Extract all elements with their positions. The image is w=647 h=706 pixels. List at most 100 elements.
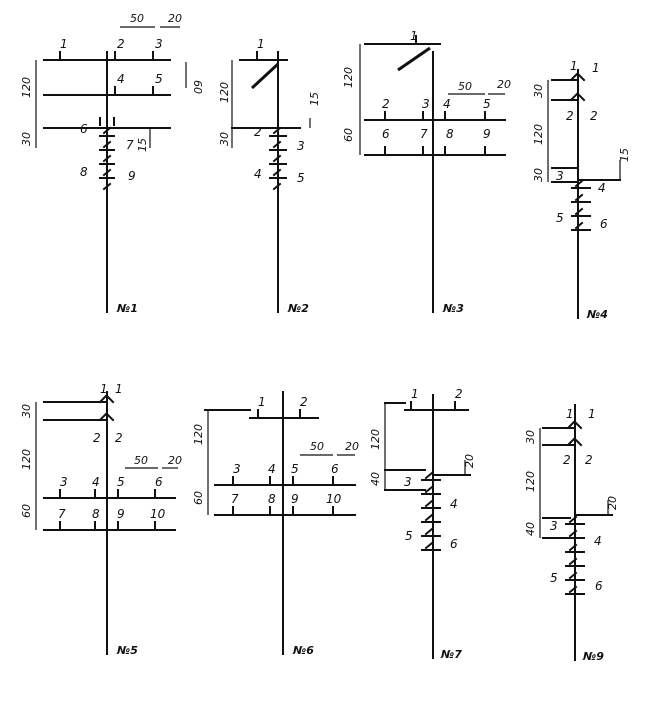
scheme-6-caption: №6 bbox=[292, 644, 314, 657]
scheme-1-label: 5 bbox=[155, 72, 163, 86]
scheme-5-label: 2 bbox=[93, 431, 101, 445]
scheme-2-caption: №2 bbox=[287, 302, 309, 315]
scheme-3-label: 1 bbox=[410, 29, 418, 43]
scheme-4-dimension: 30 bbox=[532, 84, 545, 98]
scheme-5-label: 5 bbox=[117, 475, 125, 489]
scheme-3-label: 6 bbox=[382, 127, 390, 141]
scheme-9-dimension: 30 bbox=[524, 430, 537, 444]
scheme-7-dimension: 40 bbox=[369, 472, 382, 486]
scheme-4-label: 6 bbox=[600, 217, 608, 231]
scheme-4-label: 3 bbox=[556, 169, 564, 183]
scheme-9-dimension: 40 bbox=[524, 522, 537, 536]
scheme-5-dimension: 50 bbox=[134, 454, 148, 467]
scheme-4: 1 1 2 2 3 4 5 6 30 120 30 15 №4 bbox=[532, 59, 631, 321]
scheme-4-dimension: 30 bbox=[532, 168, 545, 182]
scheme-3-label: 7 bbox=[420, 127, 428, 141]
scheme-4-dimension: 120 bbox=[532, 124, 545, 145]
scheme-6-dimension: 60 bbox=[192, 491, 205, 505]
scheme-3-label: 3 bbox=[422, 97, 430, 111]
scheme-7-label: 4 bbox=[450, 497, 458, 511]
scheme-6-label: 2 bbox=[300, 395, 308, 409]
scheme-5-label: 1 bbox=[100, 382, 108, 396]
scheme-6-label: 4 bbox=[268, 462, 276, 476]
scheme-9-label: 3 bbox=[550, 519, 558, 533]
scheme-9-dimension: 20 bbox=[606, 496, 619, 510]
scheme-6-label: 5 bbox=[291, 462, 299, 476]
scheme-6-dimension: 120 bbox=[192, 424, 205, 445]
scheme-2-label: 2 bbox=[254, 125, 262, 139]
scheme-6-label: 8 bbox=[268, 492, 276, 506]
scheme-9-dimension: 120 bbox=[524, 471, 537, 492]
scheme-9-caption: №9 bbox=[582, 650, 604, 663]
scheme-9-label: 1 bbox=[588, 407, 596, 421]
scheme-1-label: 3 bbox=[155, 37, 163, 51]
scheme-5-label: 4 bbox=[92, 475, 100, 489]
scheme-3-label: 9 bbox=[483, 127, 491, 141]
scheme-3-dimension: 50 bbox=[458, 80, 472, 93]
scheme-4-label: 2 bbox=[590, 109, 598, 123]
scheme-6-dimension: 50 bbox=[310, 440, 324, 453]
scheme-1-label: 6 bbox=[80, 122, 88, 136]
scheme-7-label: 5 bbox=[405, 529, 413, 543]
scheme-4-label: 1 bbox=[592, 61, 600, 75]
scheme-5: 1 1 2 2 3 4 5 6 7 8 9 10 30 120 50 20 60… bbox=[20, 382, 182, 657]
scheme-4-label: 5 bbox=[556, 211, 564, 225]
scheme-5-dimension: 20 bbox=[168, 454, 182, 467]
scheme-2-dimension: 120 bbox=[218, 82, 231, 103]
scheme-5-label: 10 bbox=[150, 507, 166, 521]
scheme-5-label: 6 bbox=[155, 475, 163, 489]
scheme-2-dimension: 15 bbox=[308, 92, 321, 106]
scheme-6-label: 3 bbox=[233, 462, 241, 476]
scheme-9-label: 6 bbox=[595, 579, 603, 593]
scheme-2: 1 2 3 4 5 120 30 15 №2 bbox=[218, 37, 321, 315]
scheme-6-label: 6 bbox=[331, 462, 339, 476]
scheme-5-label: 8 bbox=[92, 507, 100, 521]
scheme-1-label: 8 bbox=[80, 165, 88, 179]
scheme-7-caption: №7 bbox=[440, 648, 462, 661]
scheme-4-label: 2 bbox=[566, 109, 574, 123]
scheme-6-label: 1 bbox=[258, 395, 266, 409]
scheme-5-dimension: 60 bbox=[20, 504, 33, 518]
scheme-7-dimension: 20 bbox=[463, 454, 476, 468]
scheme-1-dimension: 20 bbox=[168, 12, 182, 25]
scheme-3-dimension: 60 bbox=[342, 128, 355, 142]
scheme-5-label: 2 bbox=[115, 431, 123, 445]
scheme-2-label: 3 bbox=[297, 139, 305, 153]
scheme-1-fittings bbox=[99, 117, 115, 179]
scheme-1-dimension: 120 bbox=[20, 77, 33, 98]
scheme-2-label: 1 bbox=[257, 37, 265, 51]
scheme-5-label: 3 bbox=[60, 475, 68, 489]
scheme-6-label: 10 bbox=[326, 492, 342, 506]
scheme-1: 1 2 3 4 5 6 7 8 9 50 20 120 60 30 15 №1 bbox=[20, 12, 204, 315]
scheme-6: 1 2 3 4 5 6 7 8 9 10 120 50 20 60 №6 bbox=[192, 391, 359, 657]
scheme-1-label: 7 bbox=[126, 138, 134, 152]
scheme-3-dimension: 120 bbox=[342, 67, 355, 88]
scheme-2-label: 5 bbox=[297, 171, 305, 185]
scheme-3-label: 5 bbox=[483, 97, 491, 111]
scheme-3: 1 2 3 4 5 6 7 8 9 120 50 20 60 №3 bbox=[342, 29, 511, 315]
scheme-6-label: 9 bbox=[291, 492, 299, 506]
scheme-1-caption: №1 bbox=[116, 302, 138, 315]
scheme-3-caption: №3 bbox=[442, 302, 464, 315]
scheme-9-label: 2 bbox=[585, 453, 593, 467]
scheme-1-dimension: 60 bbox=[191, 80, 204, 94]
scheme-1-label: 9 bbox=[128, 169, 136, 183]
scheme-1-dimension: 15 bbox=[136, 138, 149, 152]
scheme-3-pipe bbox=[397, 46, 431, 72]
scheme-7-label: 6 bbox=[450, 537, 458, 551]
scheme-3-dimension: 20 bbox=[497, 78, 511, 91]
scheme-3-label: 4 bbox=[443, 97, 451, 111]
scheme-4-label: 4 bbox=[598, 181, 606, 195]
scheme-9-label: 1 bbox=[566, 407, 574, 421]
scheme-4-label: 1 bbox=[570, 59, 578, 73]
scheme-2-pipe bbox=[250, 62, 280, 90]
scheme-3-label: 2 bbox=[382, 97, 390, 111]
scheme-7: 1 2 3 4 5 6 120 20 40 №7 bbox=[369, 387, 476, 661]
scheme-1-label: 2 bbox=[117, 37, 125, 51]
scheme-4-dimension: 15 bbox=[618, 148, 631, 162]
scheme-7-label: 1 bbox=[411, 387, 419, 401]
scheme-9-label: 2 bbox=[563, 453, 571, 467]
scheme-7-label: 3 bbox=[404, 475, 412, 489]
scheme-7-dimension: 120 bbox=[369, 429, 382, 450]
